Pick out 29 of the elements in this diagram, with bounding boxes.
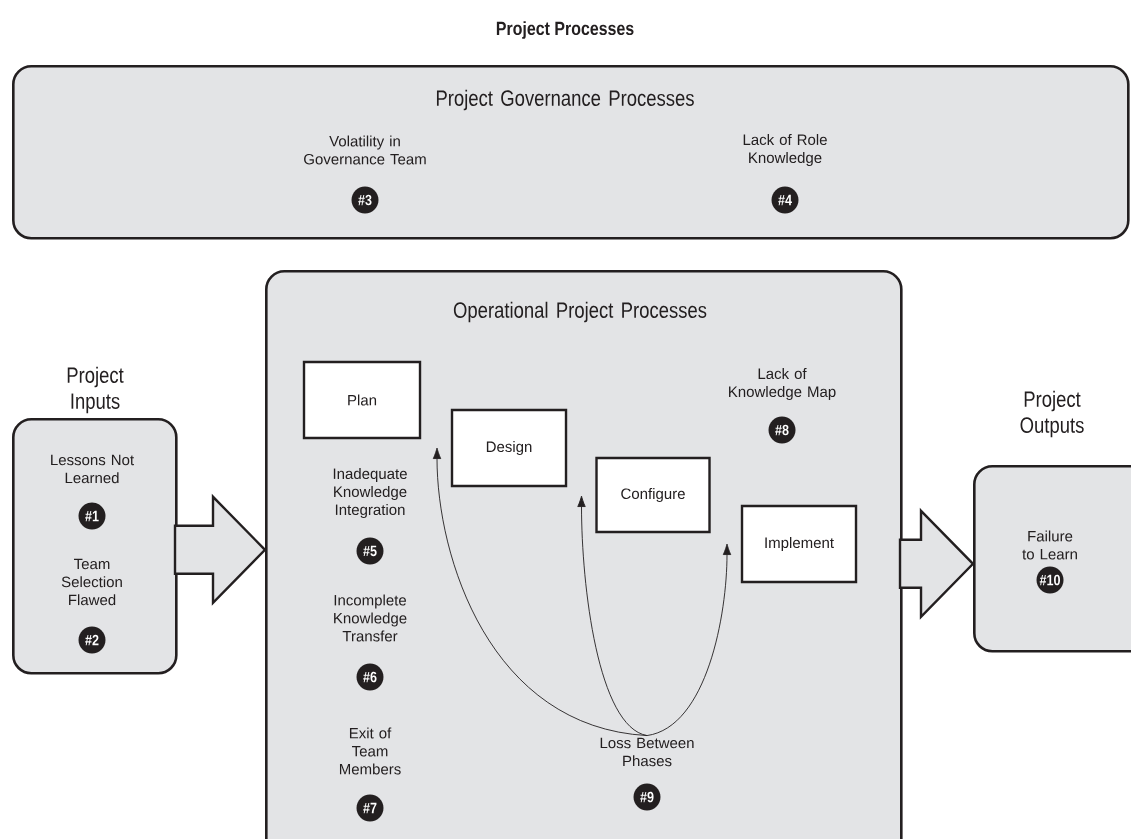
- phase-box: Configure: [595, 456, 711, 534]
- issue-label: Lessons Not Learned: [51, 454, 134, 484]
- issue-label: Failure to Learn: [1022, 530, 1077, 560]
- number-badge: #1: [78, 502, 106, 530]
- number-badge: #7: [356, 794, 384, 822]
- phase-box: Design: [450, 408, 568, 488]
- phase-box: Plan: [302, 360, 422, 440]
- number-badge: #6: [356, 663, 384, 691]
- issue-label: Lack of Knowledge Map: [729, 368, 836, 400]
- phase-box: Implement: [740, 504, 858, 584]
- arrow: [577, 495, 648, 737]
- issue-label: Loss Between Phases: [600, 737, 694, 767]
- number-badge: #5: [356, 537, 384, 565]
- issue-label: Volatility in Governance Team: [304, 135, 426, 165]
- issue-label: Incomplete Knowledge Transfer: [334, 594, 407, 642]
- issue-label: Team Selection Flawed: [61, 558, 122, 606]
- number-badge: #3: [351, 186, 379, 214]
- number-badge: #2: [78, 626, 106, 654]
- number-badge: #10: [1036, 566, 1064, 594]
- arrow: [646, 543, 732, 737]
- title: Project Processes: [496, 21, 634, 39]
- number-badge: #4: [771, 186, 799, 214]
- issue-label: Inadequate Knowledge Integration: [333, 468, 407, 518]
- issue-label: Exit of Team Members: [340, 727, 401, 775]
- block-arrow: [898, 507, 975, 620]
- block-arrow: [173, 493, 267, 606]
- number-badge: #8: [768, 416, 796, 444]
- number-badge: #9: [633, 783, 661, 811]
- issue-label: Lack of Role Knowledge: [743, 134, 827, 166]
